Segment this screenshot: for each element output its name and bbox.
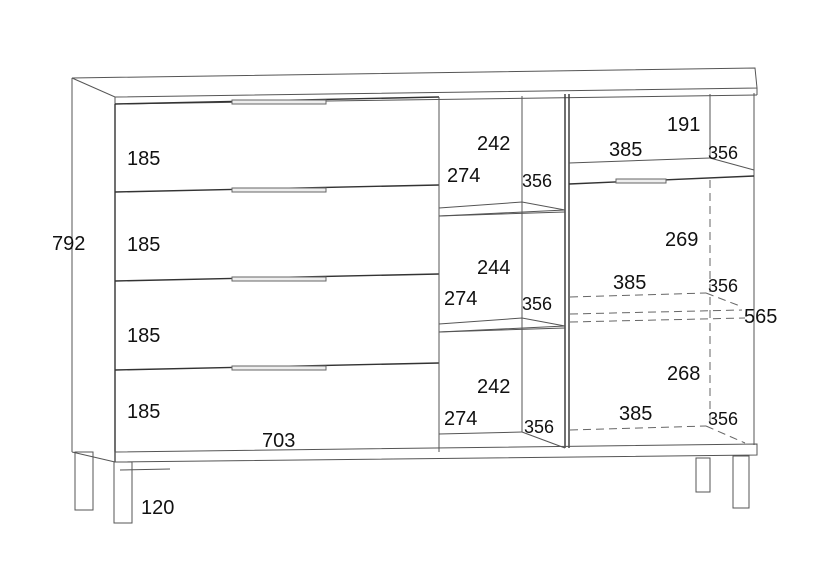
- shelf-height-label: 242: [477, 376, 510, 398]
- drawer-handle: [231, 276, 327, 282]
- drawer-height-label: 185: [127, 401, 160, 423]
- overall-depth-label: 565: [744, 306, 777, 328]
- drawer-height-label: 185: [127, 148, 160, 170]
- shelf-height-label: 244: [477, 257, 510, 279]
- drawer-handle: [231, 365, 327, 371]
- middle-shelves: [438, 94, 570, 449]
- compartment-height-label: 269: [665, 229, 698, 251]
- compartment-width-label: 385: [613, 272, 646, 294]
- compartment-width-label: 385: [619, 403, 652, 425]
- compartment-depth-label: 356: [708, 276, 738, 296]
- shelf-depth-label: 356: [522, 294, 552, 314]
- shelf-width-label: 274: [444, 408, 477, 430]
- drawer-height-label: 185: [127, 234, 160, 256]
- compartment-height-label: 191: [667, 114, 700, 136]
- left-side-panel: [71, 78, 116, 463]
- drawer-height-label: 185: [127, 325, 160, 347]
- compartment-height-label: 268: [667, 363, 700, 385]
- compartment-depth-label: 356: [708, 409, 738, 429]
- leg-height-label: 120: [141, 497, 174, 519]
- top-panel: [71, 67, 758, 105]
- shelf-width-label: 274: [447, 165, 480, 187]
- shelf-depth-label: 356: [524, 417, 554, 437]
- overall-height-label: 792: [52, 233, 85, 255]
- compartment-depth-label: 356: [708, 143, 738, 163]
- right-compartments: [568, 93, 755, 445]
- legs: [74, 451, 750, 524]
- shelf-width-label: 274: [444, 288, 477, 310]
- plinth: [114, 443, 758, 471]
- dimension-labels: 792 565 703 120 185 185 185 185 242 274 …: [52, 114, 777, 519]
- drawer-width-label: 703: [262, 430, 295, 452]
- shelf-height-label: 242: [477, 133, 510, 155]
- compartment-width-label: 385: [609, 139, 642, 161]
- drawer-fronts: [114, 96, 440, 452]
- drawer-handle: [231, 187, 327, 193]
- door-handle: [615, 178, 667, 184]
- shelf-depth-label: 356: [522, 171, 552, 191]
- drawer-handle: [231, 99, 327, 105]
